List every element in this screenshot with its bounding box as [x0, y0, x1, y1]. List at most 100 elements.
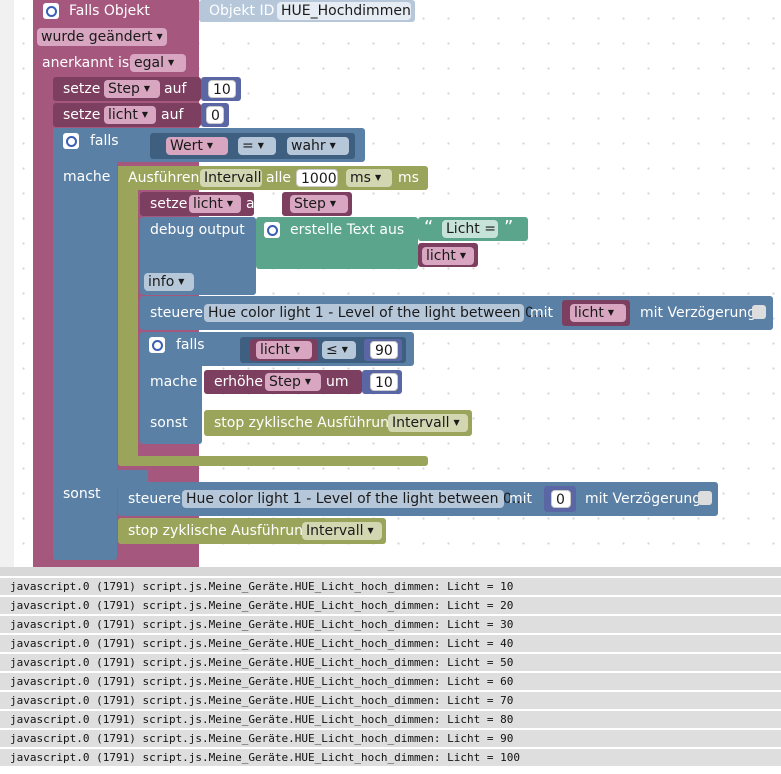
- set-licht-label: setze: [63, 107, 101, 123]
- gear-icon[interactable]: [264, 222, 280, 238]
- control1-delay-checkbox[interactable]: [752, 305, 766, 319]
- outer-if-block[interactable]: [53, 128, 117, 560]
- increase-var-dropdown[interactable]: Step▼: [265, 373, 321, 391]
- acknowledged-label: anerkannt ist: [42, 55, 135, 71]
- interval-name-field[interactable]: Intervall: [200, 169, 262, 187]
- control1-mit: mit: [530, 305, 554, 321]
- close-quote: ”: [504, 217, 514, 238]
- inner-compare-left: licht: [260, 342, 290, 358]
- blockly-workspace[interactable]: Falls Objekt Objekt ID HUE_Hochdimmen wu…: [0, 0, 781, 572]
- inner-if-sonst: sonst: [150, 415, 188, 431]
- interval-alle: alle: [266, 170, 291, 186]
- object-id-connector: [193, 2, 201, 20]
- log-panel[interactable]: javascript.0 (1791) script.js.Meine_Gerä…: [0, 567, 781, 774]
- stop-outer-name: Intervall: [306, 523, 364, 539]
- chevron-down-icon: ▼: [607, 308, 614, 317]
- set-step-value[interactable]: 10: [208, 80, 236, 98]
- compare-right: wahr: [291, 138, 326, 154]
- interval-block[interactable]: [118, 166, 138, 466]
- control2-mit: mit: [509, 491, 533, 507]
- log-line: javascript.0 (1791) script.js.Meine_Gerä…: [0, 711, 781, 729]
- chevron-down-icon: ▼: [293, 345, 300, 354]
- control2-delay-label: mit Verzögerung: [585, 491, 702, 507]
- stop-outer-label: stop zyklische Ausführung: [128, 523, 312, 539]
- stop-inner-label: stop zyklische Ausführung: [214, 415, 398, 431]
- object-id-field[interactable]: HUE_Hochdimmen: [277, 2, 411, 20]
- control2-label: steuere: [128, 491, 181, 507]
- stop-inner-dropdown[interactable]: Intervall▼: [388, 414, 468, 432]
- stop-outer-dropdown[interactable]: Intervall▼: [302, 522, 382, 540]
- inner-if-mache: mache: [150, 374, 198, 390]
- set-licht-step-var: licht: [193, 196, 223, 212]
- chevron-down-icon: ▼: [374, 173, 382, 182]
- chevron-down-icon: ▼: [329, 199, 337, 208]
- stop-inner-name: Intervall: [392, 415, 450, 431]
- interval-unit-suffix: ms: [398, 170, 419, 186]
- chevron-down-icon: ▼: [453, 418, 460, 427]
- inner-compare-op-dropdown[interactable]: ≤▼: [322, 341, 356, 359]
- licht-var-dropdown[interactable]: licht▼: [422, 247, 474, 265]
- debug-label: debug output: [150, 222, 245, 238]
- compare-op-dropdown[interactable]: =▼: [238, 137, 276, 155]
- chevron-down-icon: ▼: [226, 199, 233, 208]
- chevron-down-icon: ▼: [143, 84, 151, 93]
- compare-op: =: [242, 138, 254, 154]
- log-line: javascript.0 (1791) script.js.Meine_Gerä…: [0, 597, 781, 615]
- log-line: javascript.0 (1791) script.js.Meine_Gerä…: [0, 578, 781, 596]
- log-line: javascript.0 (1791) script.js.Meine_Gerä…: [0, 654, 781, 672]
- workspace-left-strip: [0, 0, 14, 567]
- set-licht-auf: auf: [161, 107, 184, 123]
- chevron-down-icon: ▼: [257, 141, 264, 150]
- trigger-header[interactable]: [33, 0, 199, 24]
- compare-right-dropdown[interactable]: wahr▼: [287, 137, 349, 155]
- set-step-auf: auf: [164, 81, 187, 97]
- text-literal-field[interactable]: Licht =: [442, 220, 498, 238]
- inner-compare-op: ≤: [326, 342, 338, 358]
- set-licht-step-var-dropdown[interactable]: licht▼: [189, 195, 241, 213]
- outer-if-mache: mache: [63, 169, 111, 185]
- compare-left-dropdown[interactable]: Wert▼: [166, 137, 228, 155]
- gear-icon[interactable]: [149, 337, 165, 353]
- set-licht-var-dropdown[interactable]: licht▼: [104, 106, 156, 124]
- gear-icon[interactable]: [63, 133, 79, 149]
- debug-level-dropdown[interactable]: info▼: [144, 273, 194, 291]
- interval-unit-dropdown[interactable]: ms▼: [346, 169, 392, 187]
- increase-value[interactable]: 10: [370, 373, 398, 391]
- control2-delay-checkbox[interactable]: [698, 491, 712, 505]
- control1-delay-label: mit Verzögerung: [640, 305, 757, 321]
- chevron-down-icon: ▼: [141, 110, 148, 119]
- set-licht-value[interactable]: 0: [206, 106, 224, 124]
- open-quote: “: [424, 217, 434, 238]
- chevron-down-icon: ▼: [304, 377, 312, 386]
- set-step-var-dropdown[interactable]: Step▼: [104, 80, 160, 98]
- control2-value[interactable]: 0: [551, 490, 571, 508]
- log-line: javascript.0 (1791) script.js.Meine_Gerä…: [0, 749, 781, 767]
- gear-icon[interactable]: [43, 3, 59, 19]
- text-join-block[interactable]: [256, 217, 418, 269]
- log-line: javascript.0 (1791) script.js.Meine_Gerä…: [0, 730, 781, 748]
- text-join-label: erstelle Text aus: [290, 222, 405, 238]
- inner-compare-right[interactable]: 90: [370, 341, 398, 359]
- log-line: javascript.0 (1791) script.js.Meine_Gerä…: [0, 635, 781, 653]
- set-licht-step-auf: auf: [246, 196, 269, 212]
- interval-value[interactable]: 1000: [296, 169, 338, 187]
- chevron-down-icon: ▼: [178, 277, 185, 286]
- inner-compare-left-dropdown[interactable]: licht▼: [256, 341, 312, 359]
- chevron-down-icon: ▼: [459, 251, 466, 260]
- control1-value-dropdown[interactable]: licht▼: [570, 304, 626, 322]
- acknowledged-dropdown[interactable]: egal▼: [130, 54, 186, 72]
- control2-target-field[interactable]: Hue color light 1 - Level of the light b…: [182, 490, 525, 508]
- inner-if-falls: falls: [176, 337, 205, 353]
- increase-var: Step: [269, 374, 301, 390]
- control1-label: steuere: [150, 305, 203, 321]
- set-licht-step-label: setze: [150, 196, 188, 212]
- increase-um: um: [326, 374, 349, 390]
- log-line: javascript.0 (1791) script.js.Meine_Gerä…: [0, 616, 781, 634]
- control1-target-field[interactable]: Hue color light 1 - Level of the light b…: [204, 304, 547, 322]
- log-panel-top-bar: [0, 567, 781, 576]
- interval-label: Ausführen: [128, 170, 200, 186]
- step-var-dropdown[interactable]: Step▼: [290, 195, 348, 213]
- set-step-var: Step: [108, 81, 140, 97]
- step-var-value: Step: [294, 196, 326, 212]
- condition-dropdown[interactable]: wurde geändert▼: [37, 28, 167, 46]
